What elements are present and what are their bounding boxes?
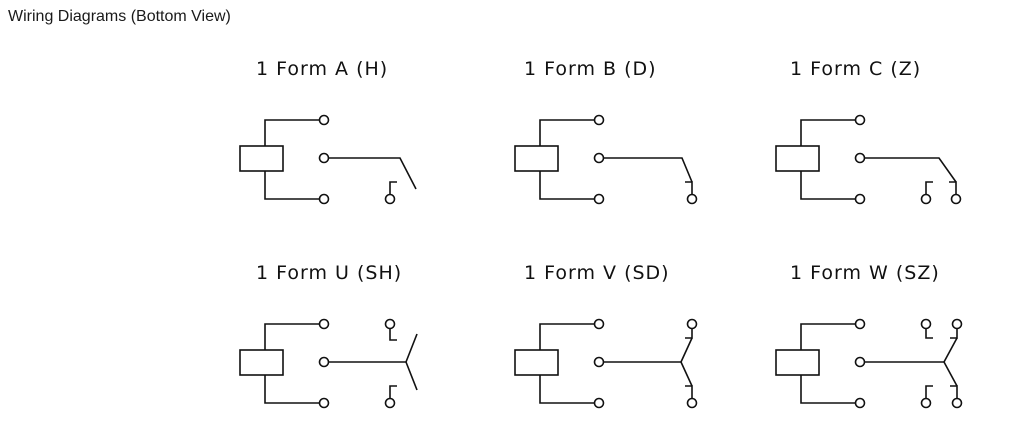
contact-stub [685, 385, 693, 399]
wiring-schematic [775, 318, 963, 409]
switch-arm [865, 157, 957, 183]
switch-blade-lower [680, 361, 693, 387]
common-terminal [854, 356, 866, 368]
coil-terminal-top [318, 318, 330, 330]
relay-coil [239, 145, 284, 172]
relay-coil [514, 145, 559, 172]
coil-terminal-top [318, 114, 330, 126]
diagram-1-form-v: 1 Form V (SD) [514, 262, 745, 427]
wiring-schematic [239, 114, 417, 205]
contact-terminal [686, 318, 698, 330]
contact-stub [685, 181, 693, 195]
diagram-1-form-u: 1 Form U (SH) [239, 262, 470, 427]
wiring-schematic [514, 318, 698, 409]
coil-terminal-top [854, 114, 866, 126]
common-terminal [318, 356, 330, 368]
coil-upper-lead [264, 119, 320, 146]
switch-arm [604, 157, 693, 183]
switch-blade-upper [680, 337, 693, 363]
diagram-label: 1 Form U (SH) [256, 262, 403, 284]
switch-blade-lower [405, 361, 418, 391]
contact-terminal [384, 397, 396, 409]
coil-terminal-top [593, 114, 605, 126]
contact-terminal [951, 318, 963, 330]
relay-coil [775, 145, 820, 172]
coil-upper-lead [800, 323, 856, 350]
common-terminal [854, 152, 866, 164]
contact-terminal [920, 318, 932, 330]
contact-stub [950, 385, 958, 399]
relay-coil [239, 349, 284, 376]
contact-stub [925, 328, 933, 339]
diagram-1-form-a: 1 Form A (H) [239, 58, 470, 223]
coil-upper-lead [539, 323, 595, 350]
switch-arm [329, 157, 417, 190]
diagram-label: 1 Form B (D) [524, 58, 657, 80]
diagram-1-form-b: 1 Form B (D) [514, 58, 745, 223]
contact-terminal [951, 397, 963, 409]
coil-terminal-bottom [318, 397, 330, 409]
contact-terminal [920, 397, 932, 409]
coil-terminal-bottom [854, 193, 866, 205]
common-terminal [593, 152, 605, 164]
switch-blade-upper [405, 333, 418, 363]
diagram-label: 1 Form C (Z) [790, 58, 922, 80]
contact-stub [950, 328, 958, 339]
coil-terminal-bottom [593, 193, 605, 205]
coil-upper-lead [800, 119, 856, 146]
switch-blade-upper [943, 337, 958, 363]
coil-lower-lead [800, 375, 856, 404]
common-terminal [593, 356, 605, 368]
coil-lower-lead [539, 375, 595, 404]
diagram-label: 1 Form A (H) [256, 58, 389, 80]
contact-terminal [920, 193, 932, 205]
coil-terminal-bottom [318, 193, 330, 205]
contact-stub [925, 385, 933, 399]
contact-terminal [384, 318, 396, 330]
contact-stub [389, 328, 397, 341]
switch-blade-lower [943, 361, 958, 387]
coil-terminal-top [593, 318, 605, 330]
contact-terminal [686, 397, 698, 409]
common-terminal [318, 152, 330, 164]
relay-coil [514, 349, 559, 376]
wiring-schematic [239, 318, 418, 409]
contact-terminal [686, 193, 698, 205]
coil-upper-lead [539, 119, 595, 146]
diagram-1-form-w: 1 Form W (SZ) [775, 262, 1006, 427]
diagram-label: 1 Form V (SD) [524, 262, 670, 284]
coil-lower-lead [800, 171, 856, 200]
contact-stub [925, 181, 933, 195]
relay-coil [775, 349, 820, 376]
wiring-schematic [775, 114, 962, 205]
coil-lower-lead [264, 171, 320, 200]
diagram-1-form-c: 1 Form C (Z) [775, 58, 1006, 223]
contact-stub [389, 181, 397, 195]
contact-terminal [384, 193, 396, 205]
coil-terminal-top [854, 318, 866, 330]
coil-upper-lead [264, 323, 320, 350]
coil-terminal-bottom [593, 397, 605, 409]
contact-terminal [950, 193, 962, 205]
diagram-label: 1 Form W (SZ) [790, 262, 940, 284]
contact-stub [949, 181, 957, 195]
contact-stub [389, 385, 397, 399]
coil-lower-lead [264, 375, 320, 404]
coil-terminal-bottom [854, 397, 866, 409]
contact-stub [685, 328, 693, 339]
page-title: Wiring Diagrams (Bottom View) [8, 8, 231, 25]
coil-lower-lead [539, 171, 595, 200]
wiring-schematic [514, 114, 698, 205]
